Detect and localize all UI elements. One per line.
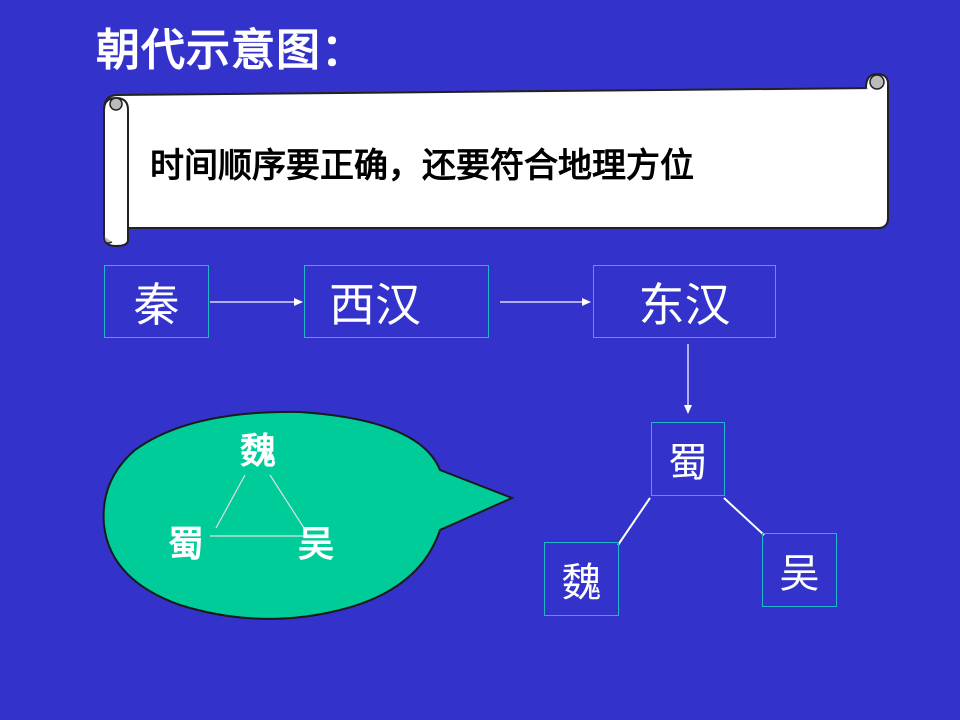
line-shu-to-wu bbox=[723, 497, 765, 536]
kingdom-box-wei: 魏 bbox=[544, 542, 619, 616]
scroll-banner bbox=[103, 72, 889, 248]
dynasty-box-qin: 秦 bbox=[104, 265, 209, 338]
kingdom-label-shu: 蜀 bbox=[668, 440, 708, 486]
arrow-western-han-to-eastern-han bbox=[500, 298, 591, 306]
arrow-qin-to-western-han bbox=[210, 298, 303, 306]
dynasty-label-eastern-han: 东汉 bbox=[638, 277, 731, 332]
dynasty-label-qin: 秦 bbox=[133, 277, 180, 332]
dynasty-box-western-han: 西汉 bbox=[304, 265, 489, 338]
dynasty-label-western-han: 西汉 bbox=[329, 277, 421, 332]
scroll-banner-text: 时间顺序要正确，还要符合地理方位 bbox=[150, 146, 694, 186]
arrow-eastern-han-to-shu bbox=[684, 344, 692, 414]
bubble-label-wei: 魏 bbox=[240, 431, 277, 472]
bubble-label-wu: 吴 bbox=[298, 524, 335, 565]
kingdom-box-wu: 吴 bbox=[762, 533, 837, 607]
bubble-triangle bbox=[210, 474, 305, 537]
kingdom-box-shu: 蜀 bbox=[651, 422, 725, 496]
speech-bubble bbox=[102, 410, 515, 620]
dynasty-box-eastern-han: 东汉 bbox=[593, 265, 776, 338]
bubble-label-shu: 蜀 bbox=[168, 524, 205, 565]
kingdom-label-wei: 魏 bbox=[561, 560, 602, 606]
page-title: 朝代示意图： bbox=[96, 25, 366, 76]
line-shu-to-wei bbox=[617, 497, 651, 546]
kingdom-label-wu: 吴 bbox=[779, 551, 820, 597]
